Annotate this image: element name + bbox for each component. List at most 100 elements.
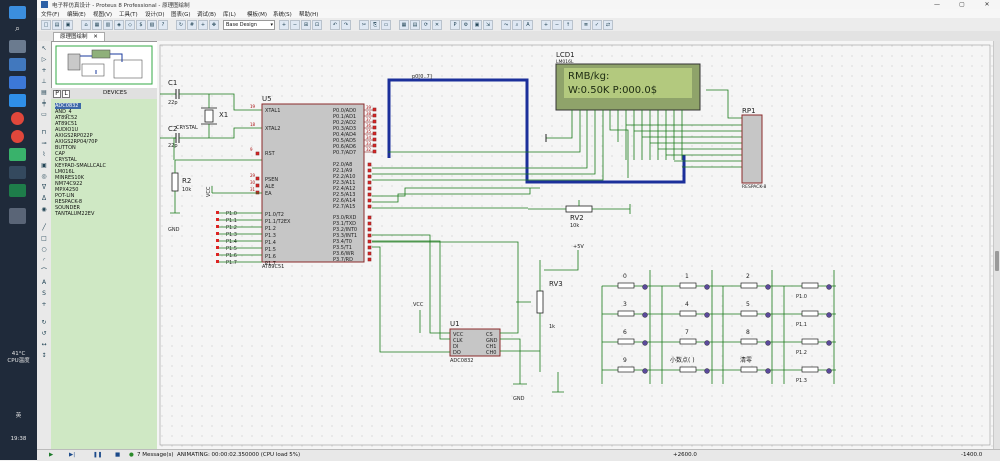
scrollbar-thumb[interactable] — [995, 251, 999, 271]
pcb-icon[interactable]: ▥ — [103, 20, 113, 30]
key-blank[interactable] — [801, 310, 819, 317]
zoom-out-icon[interactable]: − — [290, 20, 300, 30]
minimize-button[interactable]: — — [934, 1, 940, 8]
refresh-icon[interactable]: ↻ — [176, 20, 186, 30]
home-icon[interactable]: ⌂ — [81, 20, 91, 30]
menu-edit[interactable]: 编辑(E) — [67, 12, 86, 18]
menu-design[interactable]: 设计(D) — [145, 12, 165, 18]
device-item[interactable]: LM016L — [55, 169, 75, 175]
make-device-icon[interactable]: ⚙ — [461, 20, 471, 30]
bus-mode-icon[interactable]: ╪ — [42, 100, 46, 107]
device-item[interactable]: RESPACK-8 — [55, 199, 83, 205]
device-item[interactable]: AUDIO1U — [55, 127, 79, 133]
menu-template[interactable]: 模板(M) — [247, 12, 268, 18]
keypad-keys[interactable]: 0 1 2 3 4 5 6 7 8 9 小数点( ) 清零 — [617, 273, 832, 374]
messages-count[interactable]: 7 Message(s) — [137, 452, 174, 458]
arc-icon[interactable]: ◜ — [42, 257, 46, 264]
device-item[interactable]: NM74C922 — [55, 181, 83, 187]
zoom-all-icon[interactable]: ⊞ — [301, 20, 311, 30]
device-item[interactable]: ADC0832 — [55, 103, 81, 109]
maximize-button[interactable]: ▢ — [959, 1, 965, 8]
stop-button[interactable]: ■ — [115, 452, 121, 458]
design-variant-select[interactable]: Base Design▾ — [223, 20, 275, 30]
device-item[interactable]: CRYSTAL — [55, 157, 77, 163]
key-7[interactable]: 7 — [679, 329, 697, 345]
graph-icon[interactable]: ⌇ — [42, 151, 46, 158]
schematic-canvas[interactable]: C1 22p C2 22p X1 CRYSTAL R2 10k — [157, 41, 993, 449]
clock[interactable]: 19:38 — [10, 436, 27, 442]
key-8[interactable]: 8 — [740, 329, 758, 345]
menu-view[interactable]: 视图(V) — [93, 12, 113, 18]
pick-devices-button[interactable]: P — [53, 90, 61, 98]
app-icon-3[interactable] — [9, 148, 26, 161]
block-copy-icon[interactable]: ▦ — [399, 20, 409, 30]
search-icon[interactable]: ⌕ — [14, 24, 21, 34]
device-item[interactable]: AXIGS2RP022P — [55, 133, 93, 139]
menu-help[interactable]: 帮助(H) — [299, 12, 319, 18]
start-icon[interactable] — [9, 6, 26, 19]
device-item[interactable]: MINRES10K — [55, 175, 84, 181]
search-icon[interactable]: ⌕ — [512, 20, 522, 30]
rv3-potentiometer[interactable]: RV3 1k +5V — [516, 244, 584, 393]
instrument-icon[interactable]: ◉ — [41, 206, 47, 213]
symbol-icon[interactable]: S — [42, 290, 46, 297]
u1-adc[interactable]: U1 ADC0832 VCC CLK DI DO CS GND CH1 CH0 — [449, 320, 501, 364]
block-rotate-icon[interactable]: ⟳ — [421, 20, 431, 30]
grid-icon[interactable]: # — [187, 20, 197, 30]
menu-tools[interactable]: 工具(T) — [119, 12, 138, 18]
box-icon[interactable]: □ — [41, 235, 47, 242]
device-item[interactable]: AXIGS2RP04/70P — [55, 139, 98, 145]
r2-resistor[interactable]: R2 10k GND — [168, 159, 262, 233]
menu-graph[interactable]: 图表(G) — [171, 12, 191, 18]
ime-indicator[interactable]: 英 — [15, 413, 22, 419]
key-9[interactable]: 9 — [617, 357, 635, 373]
zoom-in-icon[interactable]: + — [279, 20, 289, 30]
gerber-icon[interactable]: ◇ — [125, 20, 135, 30]
paste-icon[interactable]: ▭ — [381, 20, 391, 30]
selection-mode-icon[interactable]: ↖ — [41, 45, 47, 52]
key-1[interactable]: 1 — [679, 273, 697, 289]
pin-icon[interactable]: ⊸ — [41, 140, 47, 147]
menu-library[interactable]: 库(L) — [223, 12, 236, 18]
rotate-ccw-icon[interactable]: ↺ — [41, 330, 47, 337]
device-item[interactable]: POT-LIN — [55, 193, 75, 199]
wire-autorouter-icon[interactable]: ⤳ — [501, 20, 511, 30]
pan-icon[interactable]: ✥ — [209, 20, 219, 30]
block-move-icon[interactable]: ▤ — [410, 20, 420, 30]
key-decimal[interactable]: 小数点( ) — [670, 356, 697, 373]
block-delete-icon[interactable]: ✕ — [432, 20, 442, 30]
rp1-resistor-pack[interactable]: RP1 RESPACK-8 — [741, 107, 766, 190]
recorder-icon[interactable]: ▣ — [41, 162, 47, 169]
c1-capacitor[interactable]: C1 22p — [160, 79, 180, 106]
key-3[interactable]: 3 — [617, 301, 635, 317]
u5-microcontroller[interactable]: U5 AT89C51 XTAL1 XTAL2 RST PSEN ALE EA P… — [250, 95, 377, 270]
menu-debug[interactable]: 调试(B) — [197, 12, 217, 18]
junction-mode-icon[interactable]: + — [41, 67, 47, 74]
source-icon[interactable]: ▧ — [147, 20, 157, 30]
pause-button[interactable]: ❚❚ — [93, 452, 103, 458]
windows-icon[interactable] — [9, 94, 26, 107]
text-icon[interactable]: A — [41, 279, 47, 286]
app-icon-2[interactable] — [9, 76, 26, 89]
play-button[interactable]: ▶ — [49, 452, 54, 458]
device-item[interactable]: BUTTON — [55, 145, 76, 151]
device-item[interactable]: KEYPAD-SMALLCALC — [55, 163, 106, 169]
device-item[interactable]: AND_4 — [55, 109, 72, 115]
device-item[interactable]: CAP — [55, 151, 65, 157]
lcd1-display[interactable]: LCD1 LM016L RMB/kg: W:0.50K P:000.0$ — [555, 51, 701, 111]
rv2-potentiometer[interactable]: RV2 10k — [528, 200, 631, 229]
exit-parent-icon[interactable]: ↑ — [563, 20, 573, 30]
marker-icon[interactable]: + — [41, 301, 47, 308]
rotate-cw-icon[interactable]: ↻ — [41, 319, 47, 326]
probe-i-icon[interactable]: ᐃ — [41, 195, 47, 202]
menu-file[interactable]: 文件(F) — [41, 12, 60, 18]
app-icon-5[interactable] — [9, 184, 26, 197]
proteus-icon[interactable] — [9, 208, 26, 224]
mirror-x-icon[interactable]: ↔ — [41, 341, 47, 348]
netlist-icon[interactable]: ⇄ — [603, 20, 613, 30]
menu-system[interactable]: 系统(S) — [273, 12, 292, 18]
pick-device-icon[interactable]: P — [450, 20, 460, 30]
redo-icon[interactable]: ↷ — [341, 20, 351, 30]
device-item[interactable]: SOUNDER — [55, 205, 80, 211]
copy-icon[interactable]: ⎘ — [370, 20, 380, 30]
